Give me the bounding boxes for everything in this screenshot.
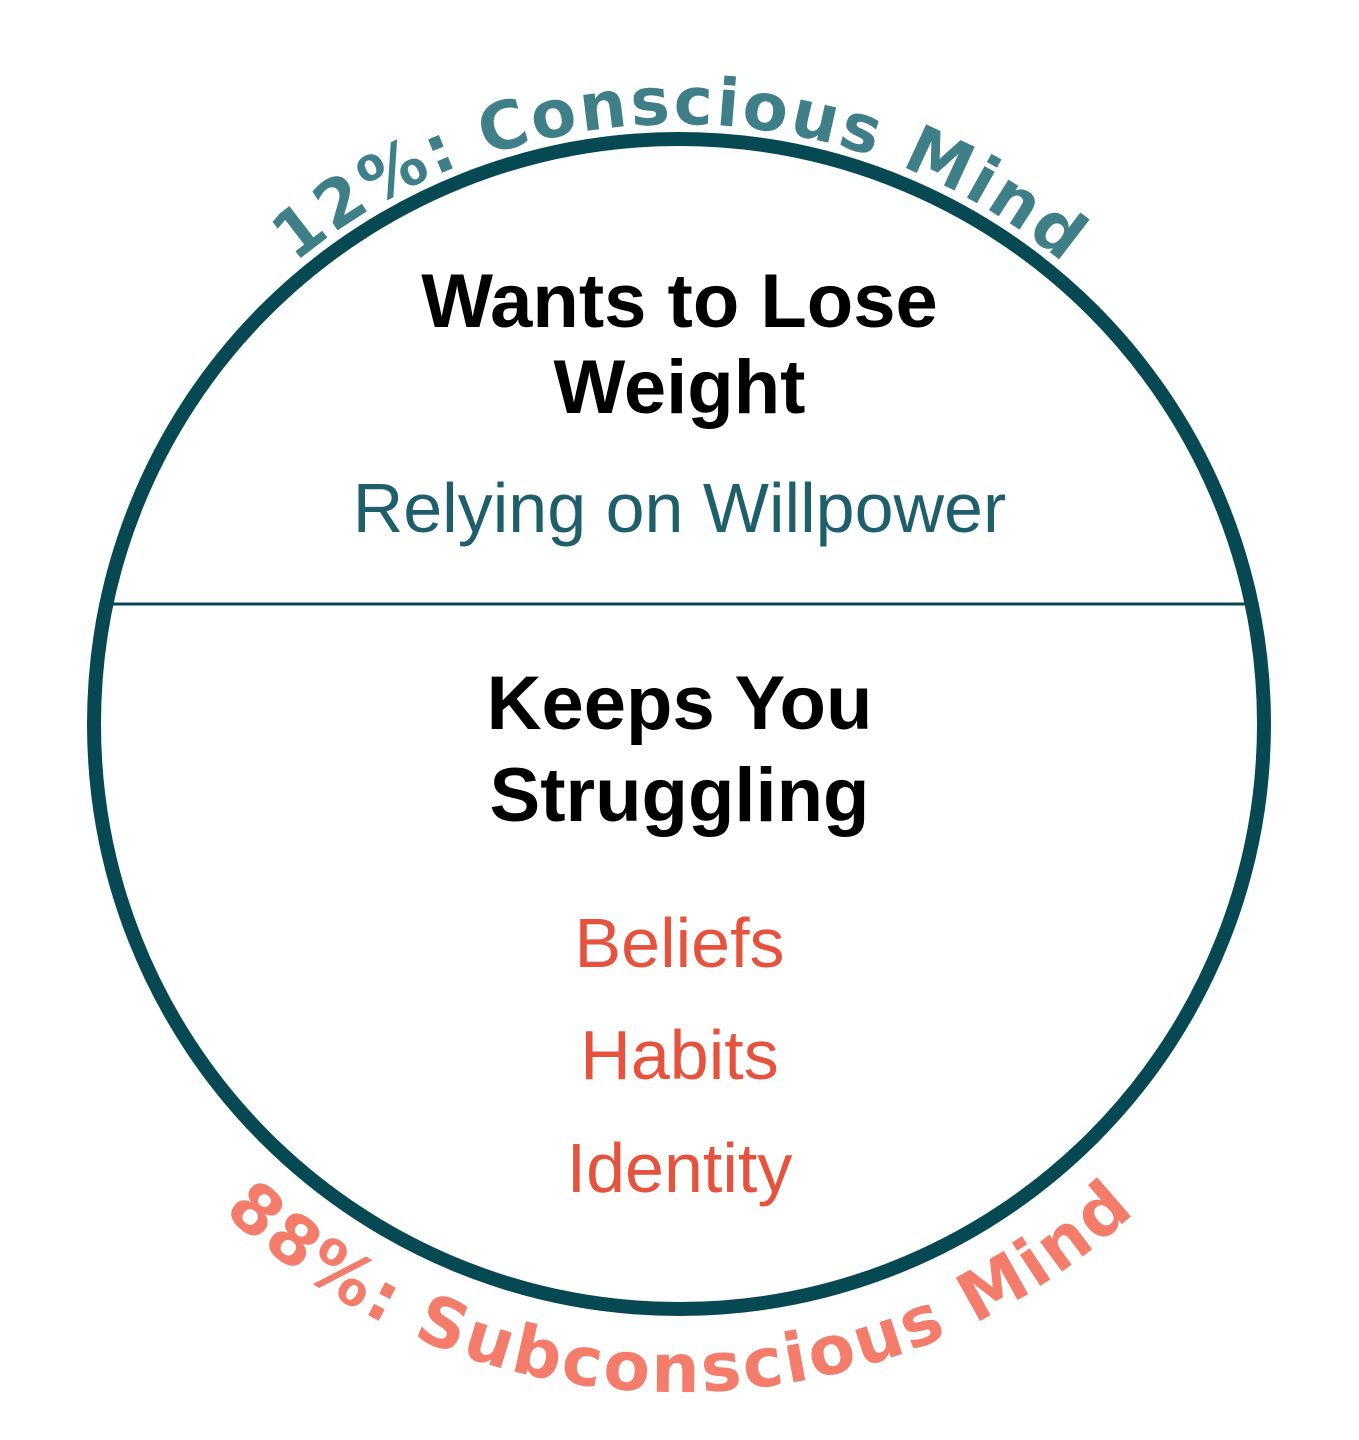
conscious-heading-line1: Wants to Lose xyxy=(421,259,938,344)
arc-label-glyph: i xyxy=(714,64,743,143)
arc-label-glyph: n xyxy=(575,65,631,147)
factor-beliefs: Beliefs xyxy=(574,904,785,982)
arc-label-glyph: o xyxy=(738,66,794,149)
conscious-heading-line2: Weight xyxy=(553,345,806,430)
subconscious-heading-line2: Struggling xyxy=(489,753,870,838)
factor-identity: Identity xyxy=(566,1129,793,1207)
subconscious-heading-line1: Keeps You xyxy=(486,661,873,746)
arc-label-glyph: n xyxy=(651,1330,700,1409)
arc-label-glyph: s xyxy=(629,63,672,142)
arc-label-glyph: o xyxy=(600,1326,653,1409)
arc-label-glyph: s xyxy=(698,1327,744,1408)
willpower-label: Relying on Willpower xyxy=(352,469,1007,547)
arc-label-glyph: c xyxy=(673,63,714,141)
factor-habits: Habits xyxy=(580,1016,779,1094)
mind-circle xyxy=(87,132,1271,1316)
